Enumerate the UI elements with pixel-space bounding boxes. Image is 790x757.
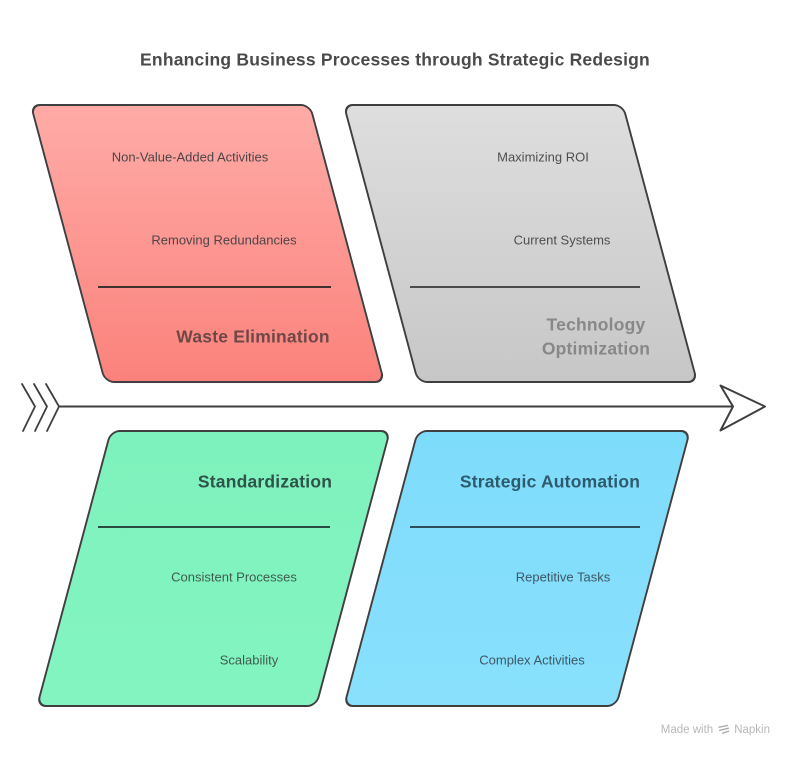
quadrant-item: Complex Activities [479, 652, 585, 668]
diagram-title: Enhancing Business Processes through Str… [140, 49, 650, 70]
quadrant-item: Maximizing ROI [497, 149, 589, 165]
quadrant-item: Consistent Processes [171, 569, 297, 585]
quadrant-heading: Technology Optimization [541, 314, 651, 358]
quadrant-heading: Waste Elimination [176, 326, 330, 347]
quadrant-item: Scalability [219, 652, 279, 668]
quadrant-heading: Standardization [197, 471, 333, 492]
watermark-text: Made with [660, 723, 714, 736]
quadrant-item: Repetitive Tasks [515, 569, 611, 585]
arrow-fletching-icon [33, 383, 48, 432]
arrow-fletching-icon [21, 383, 36, 432]
watermark: Made with Napkin [661, 723, 770, 736]
watermark-brand: Napkin [734, 723, 770, 736]
arrowhead-icon [719, 384, 766, 432]
quadrant-item: Non-Value-Added Activities [111, 149, 269, 165]
quadrant-item: Removing Redundancies [151, 232, 297, 248]
arrow-fletching-icon [45, 383, 60, 432]
quadrant-divider [98, 526, 330, 528]
quadrant-divider [98, 286, 331, 288]
quadrant-heading: Strategic Automation [459, 471, 641, 492]
quadrant-item: Current Systems [513, 232, 611, 248]
quadrant-divider [410, 286, 640, 288]
napkin-logo-icon [718, 724, 730, 734]
quadrant-divider [410, 526, 640, 528]
